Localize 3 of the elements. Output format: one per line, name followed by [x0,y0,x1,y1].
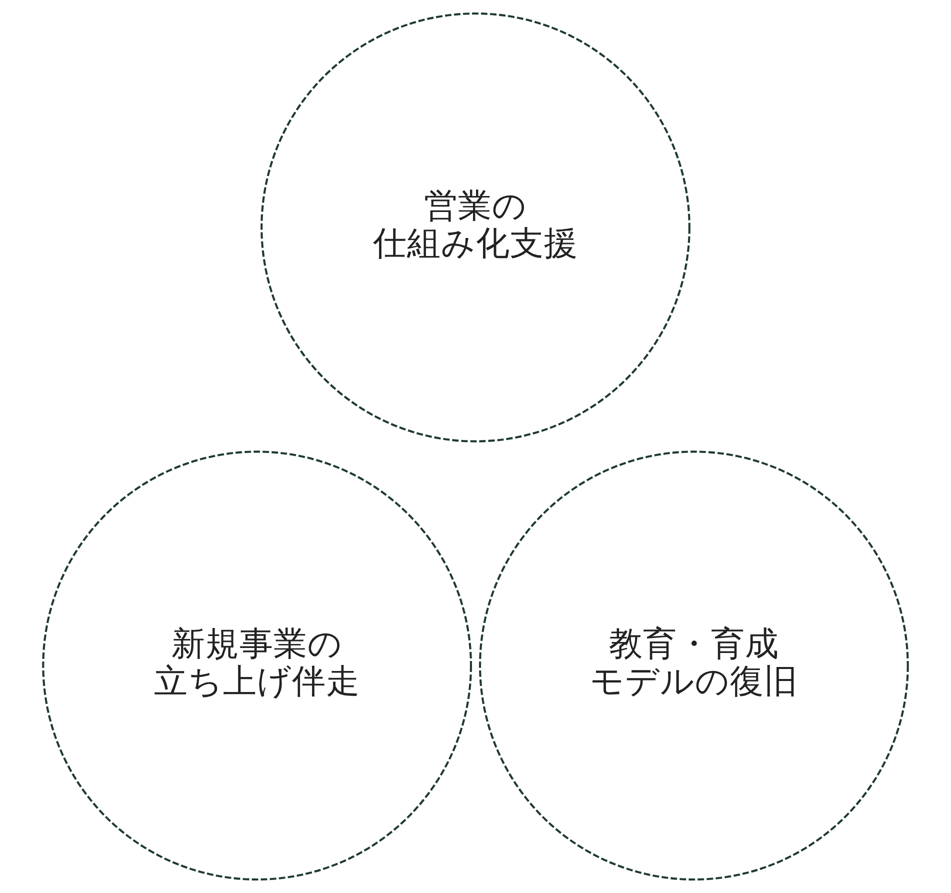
node-circle: 営業の仕組み化支援 [260,12,690,442]
node-circle: 新規事業の立ち上げ伴走 [42,450,472,880]
node-circle: 教育・育成モデルの復旧 [478,450,909,880]
